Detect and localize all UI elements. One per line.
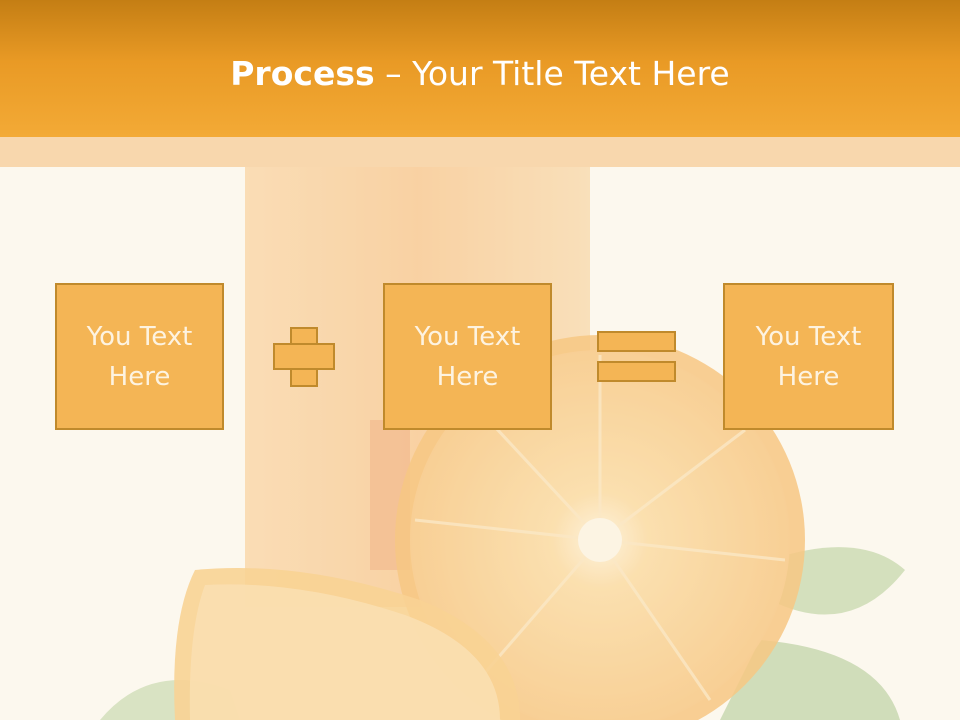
equals-icon-top-bar	[597, 331, 676, 352]
title-rest-text: – Your Title Text Here	[374, 54, 730, 93]
process-box-2-text: You Text Here	[414, 321, 521, 392]
process-box-3-text: You Text Here	[755, 321, 862, 392]
header-bar	[0, 0, 960, 137]
title-bold-text: Process	[230, 54, 375, 93]
process-box-1[interactable]: You Text Here	[55, 283, 224, 430]
plus-icon-center	[292, 345, 316, 368]
process-box-1-text: You Text Here	[86, 321, 193, 392]
slide-title: Process – Your Title Text Here	[0, 52, 960, 96]
header-strip	[0, 137, 960, 167]
equals-icon-bottom-bar	[597, 361, 676, 382]
process-box-2[interactable]: You Text Here	[383, 283, 552, 430]
process-box-3[interactable]: You Text Here	[723, 283, 894, 430]
